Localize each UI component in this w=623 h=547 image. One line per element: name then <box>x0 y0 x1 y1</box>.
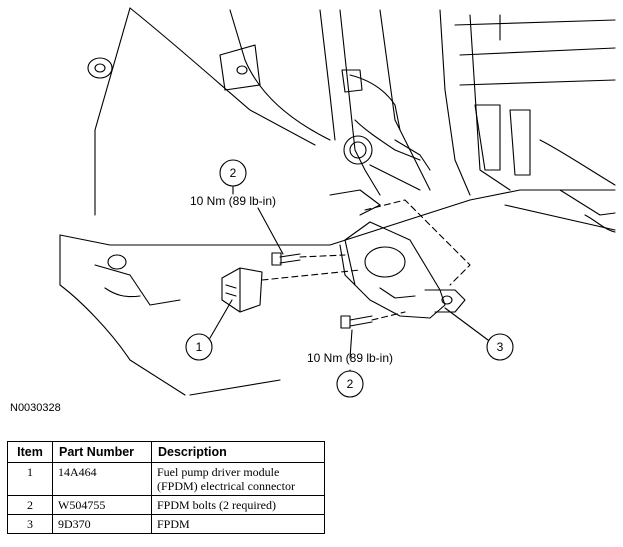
torque-spec-bottom: 10 Nm (89 lb-in) <box>307 351 393 365</box>
figure-id: N0030328 <box>10 402 61 414</box>
part-number-cell: 9D370 <box>52 514 152 534</box>
table-row: 2 W504755 FPDM bolts (2 required) <box>7 495 325 515</box>
table-row: 3 9D370 FPDM <box>7 514 325 534</box>
vehicle-body-structure <box>59 7 616 396</box>
torque-spec-top: 10 Nm (89 lb-in) <box>190 194 276 208</box>
leader-lines <box>209 185 489 381</box>
description-cell: Fuel pump driver module (FPDM) electrica… <box>151 462 325 496</box>
description-line: FPDM <box>157 517 190 531</box>
item-cell: 1 <box>7 462 53 496</box>
callout-2-top: 2 10 Nm (89 lb-in) <box>190 159 276 208</box>
svg-text:2: 2 <box>347 377 354 391</box>
svg-text:2: 2 <box>230 166 237 180</box>
part-number-column-header: Part Number <box>52 441 152 463</box>
fpdm-module-drawing <box>339 221 466 319</box>
table-row: 1 14A464 Fuel pump driver module (FPDM) … <box>7 462 325 496</box>
item-cell: 3 <box>7 514 53 534</box>
parts-table: Item Part Number Description 1 14A464 Fu… <box>7 441 325 534</box>
connector-drawing <box>221 267 263 313</box>
item-column-header: Item <box>7 441 53 463</box>
svg-text:3: 3 <box>497 340 504 354</box>
part-number-cell: 14A464 <box>52 462 152 496</box>
assembly-lines <box>261 199 471 321</box>
description-line: FPDM bolts (2 required) <box>157 498 276 512</box>
item-cell: 2 <box>7 495 53 515</box>
description-cell: FPDM <box>151 514 325 534</box>
exploded-view-illustration: 1 2 10 Nm (89 lb-in) 10 Nm (89 lb-in) 2 … <box>59 7 616 398</box>
description-line: Fuel pump driver module <box>157 465 280 479</box>
bolts-drawing <box>271 252 373 329</box>
callout-1: 1 <box>185 333 213 361</box>
table-header-row: Item Part Number Description <box>7 441 325 463</box>
svg-text:1: 1 <box>196 340 203 354</box>
description-column-header: Description <box>151 441 325 463</box>
part-number-cell: W504755 <box>52 495 152 515</box>
description-line: (FPDM) electrical connector <box>157 479 295 493</box>
wiring-harness <box>329 69 431 216</box>
description-cell: FPDM bolts (2 required) <box>151 495 325 515</box>
callout-3: 3 <box>486 333 514 361</box>
callout-2-bottom: 10 Nm (89 lb-in) 2 <box>307 351 393 398</box>
